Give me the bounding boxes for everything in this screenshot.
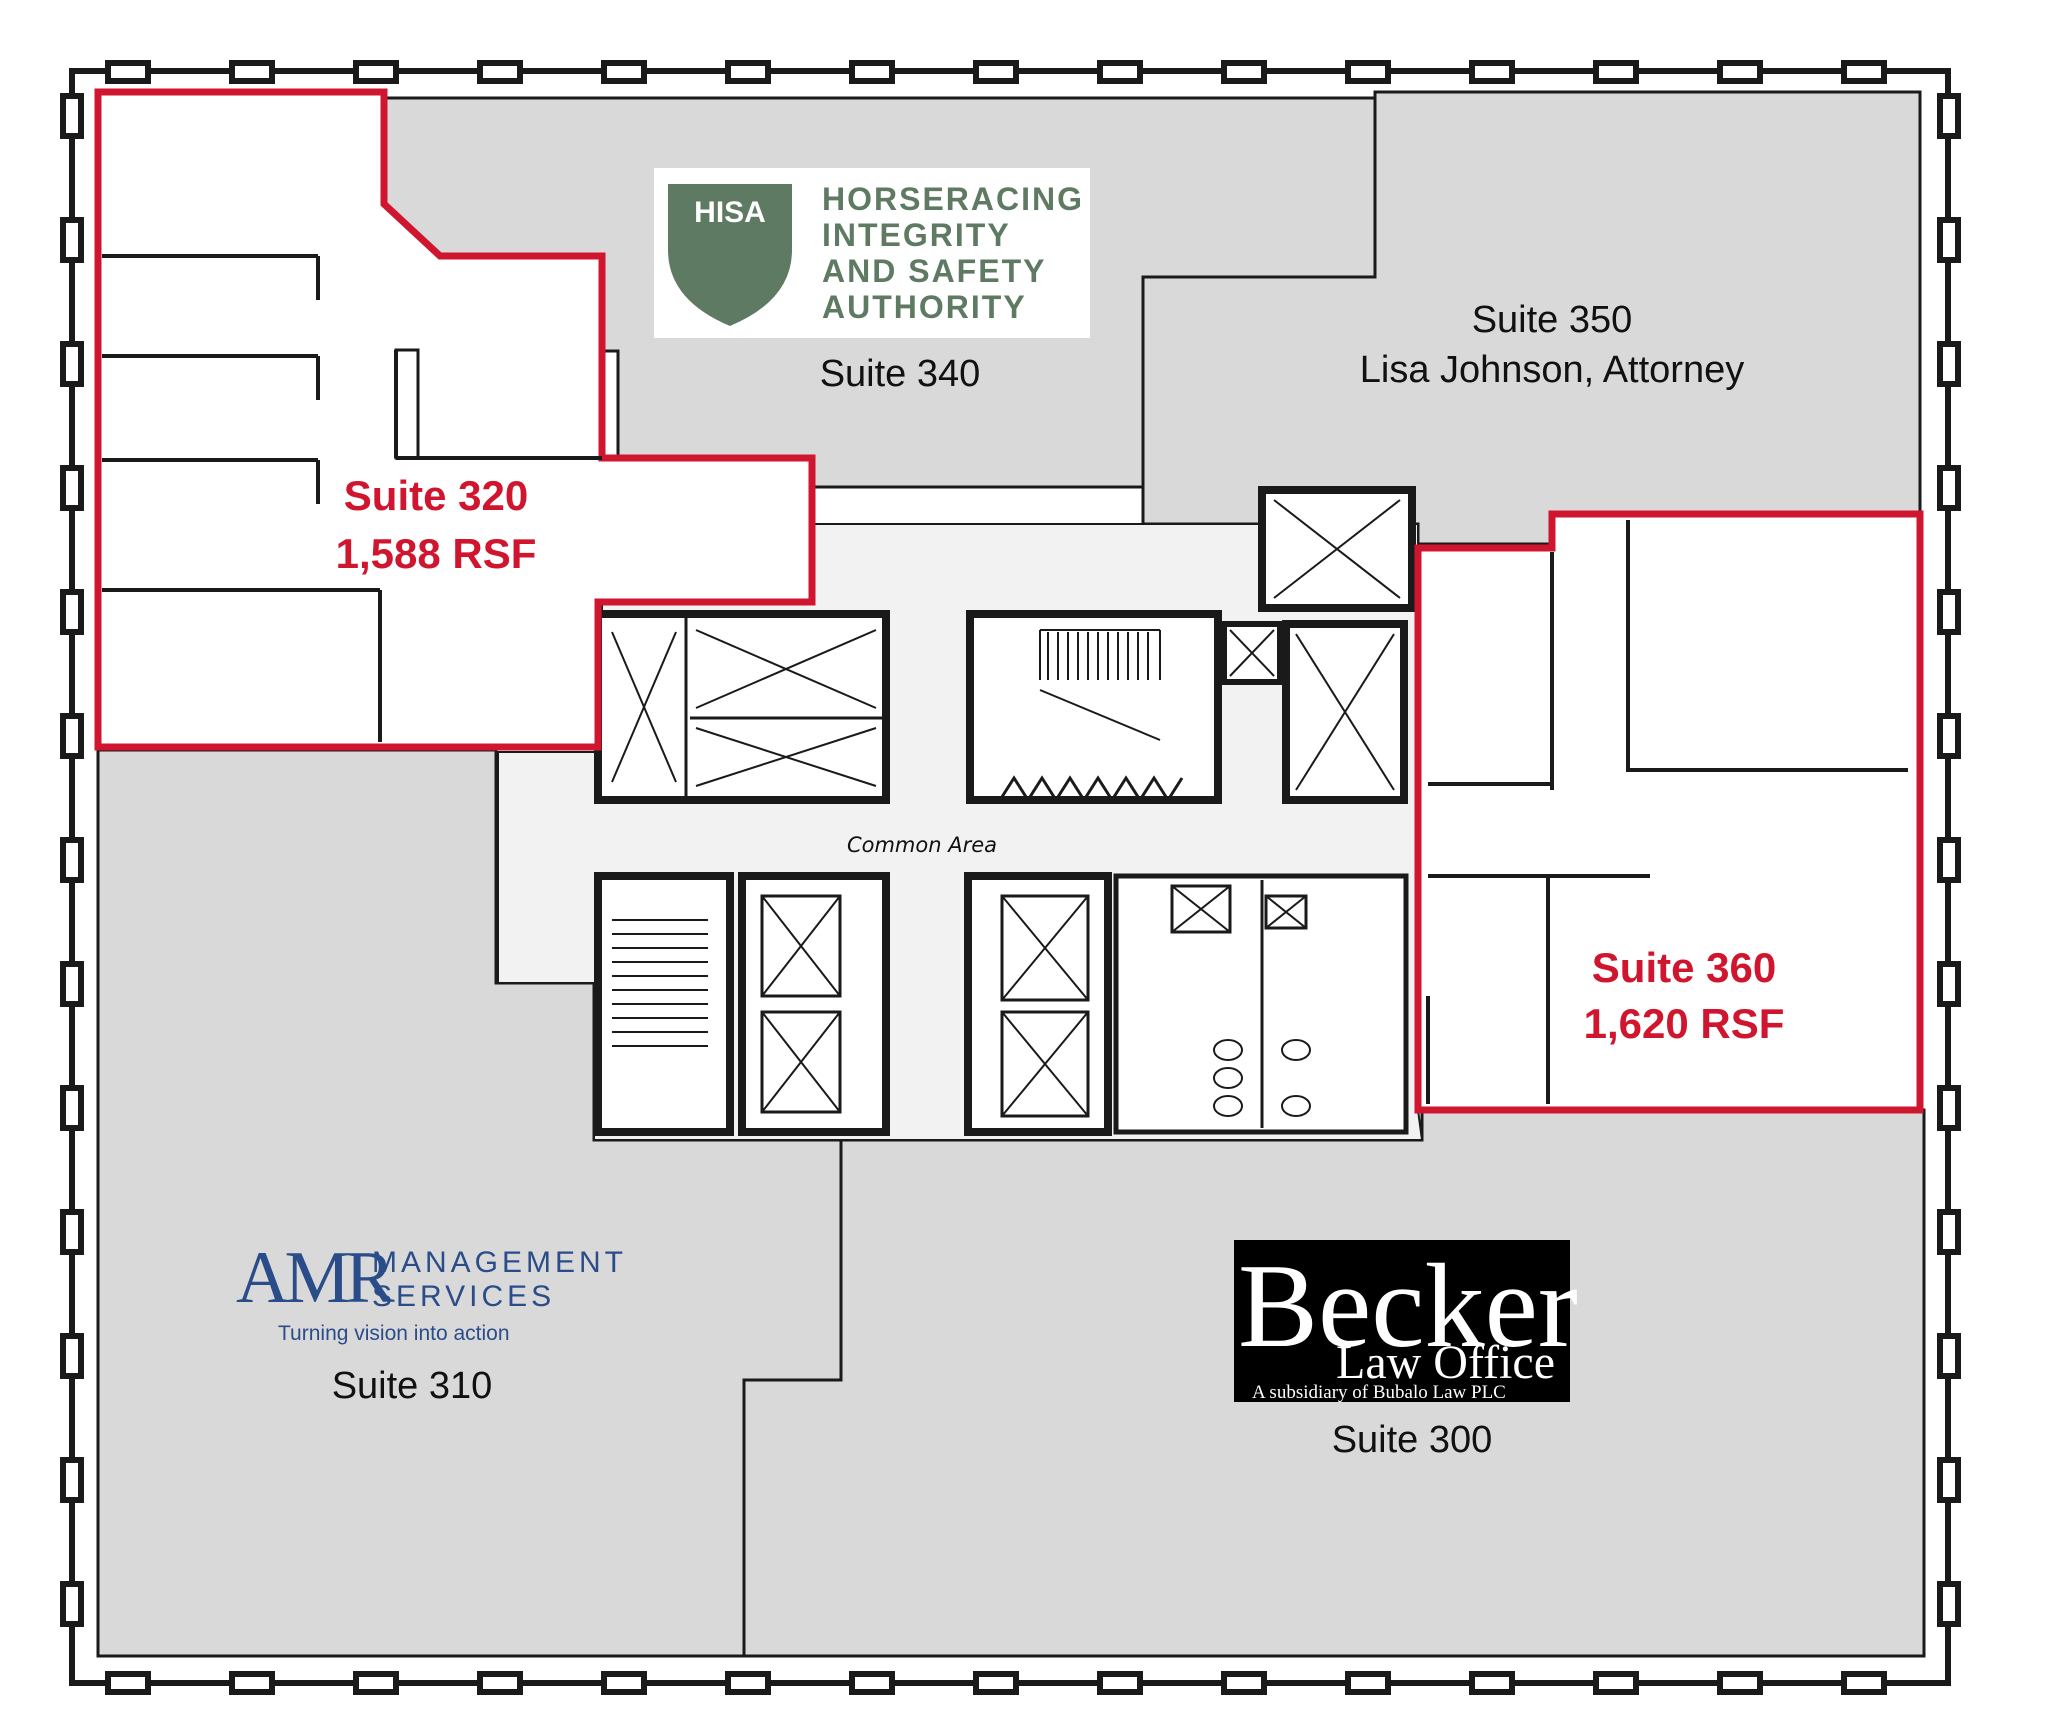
window-mullion xyxy=(1841,1671,1887,1695)
becker-line-1: Becker xyxy=(1238,1239,1578,1372)
window-mullion xyxy=(60,1581,84,1627)
window-mullion xyxy=(1717,60,1763,84)
window-mullion xyxy=(1937,1457,1961,1503)
hisa-badge: HISA xyxy=(694,196,766,229)
window-mullion xyxy=(60,589,84,635)
suite-360-partitions xyxy=(1426,520,1908,1104)
amr-line-1: MANAGEMENT xyxy=(372,1246,627,1279)
window-mullion xyxy=(353,60,399,84)
hisa-shield-icon xyxy=(668,184,792,326)
window-mullion xyxy=(849,60,895,84)
window-mullion xyxy=(1937,1581,1961,1627)
becker-line-2: Law Office xyxy=(1336,1336,1555,1389)
hisa-line-1: HORSERACING xyxy=(822,181,1084,217)
window-mullion xyxy=(60,1209,84,1255)
suite-300-label: Suite 300 xyxy=(1332,1419,1493,1461)
window-mullion xyxy=(60,837,84,883)
window-mullion xyxy=(60,961,84,1007)
hisa-line-4: AUTHORITY xyxy=(822,289,1027,325)
hisa-line-3: AND SAFETY xyxy=(822,253,1046,289)
window-mullion xyxy=(229,60,275,84)
window-mullion xyxy=(1593,1671,1639,1695)
window-mullion xyxy=(353,1671,399,1695)
suite-350-tenant: Lisa Johnson, Attorney xyxy=(1360,349,1744,391)
window-mullion xyxy=(1593,60,1639,84)
window-mullion xyxy=(1717,1671,1763,1695)
window-mullion xyxy=(1937,837,1961,883)
window-mullion xyxy=(973,1671,1019,1695)
window-mullion xyxy=(1937,1085,1961,1131)
suite-360-area-label: 1,620 RSF xyxy=(1584,1000,1785,1047)
suite-320-partitions xyxy=(102,254,602,742)
suite-360-area xyxy=(1414,510,1924,1114)
window-mullion xyxy=(601,60,647,84)
window-mullion xyxy=(725,60,771,84)
window-mullions xyxy=(60,60,1961,1695)
window-mullion xyxy=(60,93,84,139)
window-mullion xyxy=(1937,961,1961,1007)
suite-350-label: Suite 350 xyxy=(1472,299,1633,341)
suite-340-label: Suite 340 xyxy=(820,353,981,395)
window-mullion xyxy=(1937,1333,1961,1379)
hisa-logo: HISA HORSERACING INTEGRITY AND SAFETY AU… xyxy=(654,168,1090,338)
suite-310-label: Suite 310 xyxy=(332,1365,493,1407)
becker-line-3: A subsidiary of Bubalo Law PLC xyxy=(1252,1382,1506,1403)
window-mullion xyxy=(60,341,84,387)
suite-360-label: Suite 360 xyxy=(1592,944,1776,991)
window-mullion xyxy=(1469,1671,1515,1695)
suite-320-label: Suite 320 xyxy=(344,472,528,519)
window-mullion xyxy=(229,1671,275,1695)
window-mullion xyxy=(60,713,84,759)
amr-tagline: Turning vision into action xyxy=(278,1322,510,1345)
hisa-line-2: INTEGRITY xyxy=(822,217,1011,253)
window-mullion xyxy=(1937,465,1961,511)
window-mullion xyxy=(849,1671,895,1695)
window-mullion xyxy=(1097,60,1143,84)
window-mullion xyxy=(1937,93,1961,139)
amr-mark: AMR xyxy=(236,1237,395,1319)
window-mullion xyxy=(60,1333,84,1379)
window-mullion xyxy=(477,1671,523,1695)
becker-logo: Becker Law Office A subsidiary of Bubalo… xyxy=(1234,1239,1578,1403)
window-mullion xyxy=(1937,1209,1961,1255)
window-mullion xyxy=(60,465,84,511)
window-mullion xyxy=(1221,1671,1267,1695)
window-mullion xyxy=(1469,60,1515,84)
window-mullion xyxy=(1937,589,1961,635)
building-core xyxy=(594,486,1416,1136)
window-mullion xyxy=(60,217,84,263)
window-mullion xyxy=(60,1085,84,1131)
window-mullion xyxy=(1345,60,1391,84)
stair-upper xyxy=(966,610,1222,804)
window-mullion xyxy=(1841,60,1887,84)
window-mullion xyxy=(1345,1671,1391,1695)
window-mullion xyxy=(725,1671,771,1695)
window-mullion xyxy=(105,60,151,84)
window-mullion xyxy=(1937,341,1961,387)
suite-320-area-label: 1,588 RSF xyxy=(336,530,537,577)
amr-line-2: SERVICES xyxy=(372,1280,555,1313)
window-mullion xyxy=(477,60,523,84)
window-mullion xyxy=(1937,217,1961,263)
window-mullion xyxy=(60,1457,84,1503)
window-mullion xyxy=(601,1671,647,1695)
common-area-label: Common Area xyxy=(847,833,997,857)
window-mullion xyxy=(105,1671,151,1695)
amr-logo: AMR MANAGEMENT SERVICES Turning vision i… xyxy=(236,1237,627,1345)
window-mullion xyxy=(1937,713,1961,759)
window-mullion xyxy=(1097,1671,1143,1695)
window-mullion xyxy=(1221,60,1267,84)
window-mullion xyxy=(973,60,1019,84)
